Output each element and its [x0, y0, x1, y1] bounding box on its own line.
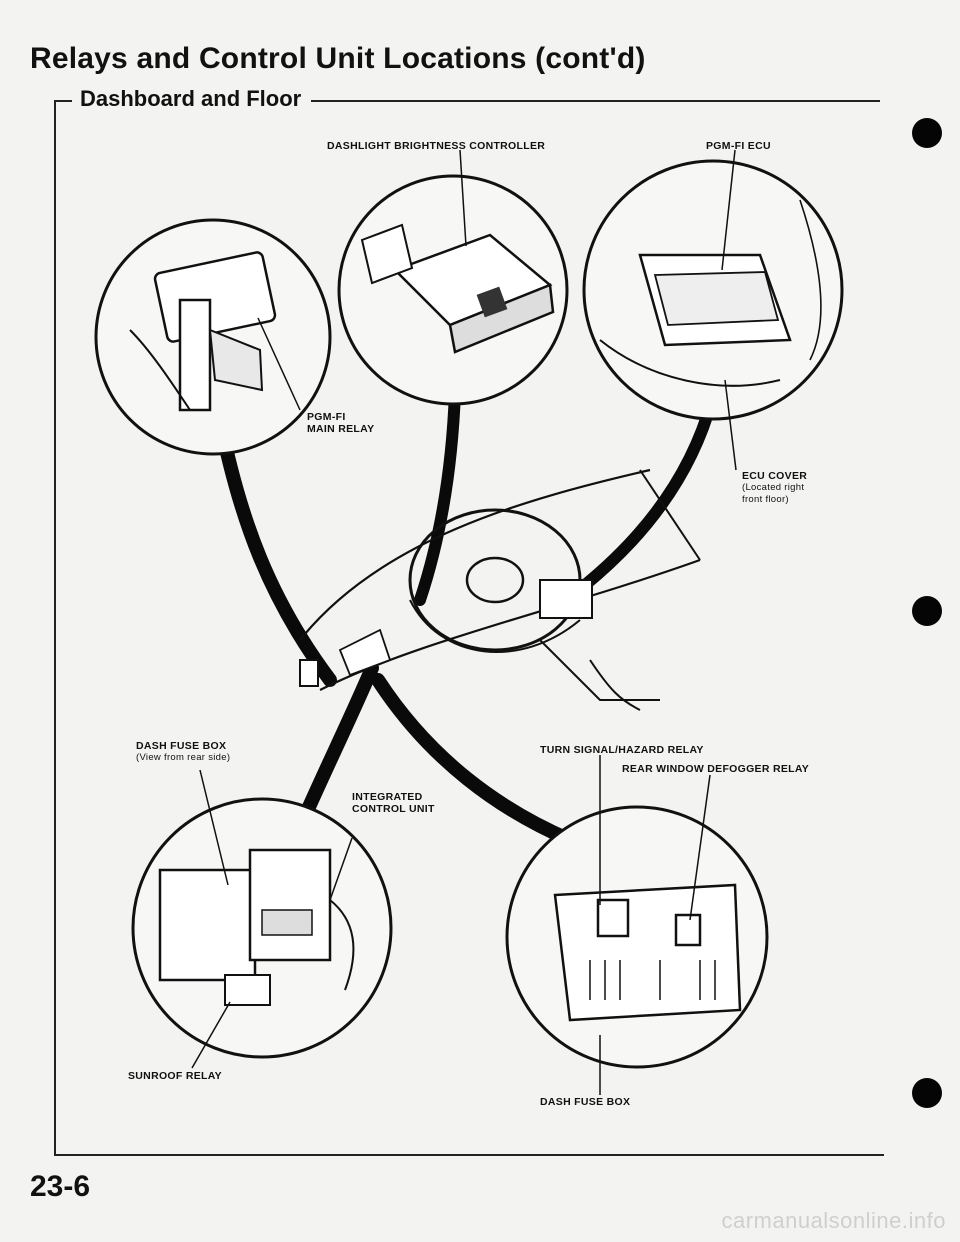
watermark: carmanualsonline.info [721, 1208, 946, 1233]
callout-circle-ecu [582, 159, 844, 421]
dashboard-illustration [299, 468, 701, 711]
label-pgmfi-main-relay-line1: PGM-FI [307, 411, 346, 423]
label-ecu-cover: ECU COVER (Located right front floor) [742, 470, 807, 506]
label-sunroof-relay: SUNROOF RELAY [128, 1070, 222, 1082]
section-heading: Dashboard and Floor [72, 86, 312, 112]
registration-mark-3 [912, 1078, 942, 1108]
label-ecu-cover-note1: (Located right [742, 482, 805, 493]
bottom-rule [54, 1154, 884, 1156]
section-frame-top-rule [54, 100, 880, 102]
registration-mark-2 [912, 596, 942, 626]
section-frame-left-rule [54, 100, 56, 1155]
label-dash-fuse-box: DASH FUSE BOX [540, 1096, 631, 1108]
callout-circle-fuse-box-rear [131, 797, 393, 1059]
label-pgmfi-main-relay-line2: MAIN RELAY [307, 423, 375, 435]
label-integrated-control-unit-line2: CONTROL UNIT [352, 803, 435, 815]
label-pgmfi-main-relay: PGM-FI MAIN RELAY [307, 411, 374, 435]
label-dashlight-controller: DASHLIGHT BRIGHTNESS CONTROLLER [327, 140, 546, 152]
registration-mark-1 [912, 118, 942, 148]
label-rear-window-defogger-relay: REAR WINDOW DEFOGGER RELAY [622, 763, 810, 775]
callout-circle-main-relay [94, 218, 332, 456]
label-ecu-cover-title: ECU COVER [742, 470, 808, 482]
leader-lines [191, 149, 737, 1095]
connector-bands [213, 386, 718, 857]
label-dash-fuse-box-rear-title: DASH FUSE BOX [136, 740, 227, 752]
page-number: 23-6 [30, 1170, 91, 1203]
label-integrated-control-unit: INTEGRATED CONTROL UNIT [352, 791, 435, 815]
callout-circle-dashlight-controller [337, 174, 569, 406]
callout-circle-fuse-box [505, 805, 769, 1069]
label-turn-signal-relay: TURN SIGNAL/HAZARD RELAY [540, 744, 704, 756]
label-pgmfi-ecu: PGM-FI ECU [706, 140, 771, 152]
label-dash-fuse-box-rear-note: (View from rear side) [136, 752, 231, 763]
label-dash-fuse-box-rear: DASH FUSE BOX (View from rear side) [136, 740, 230, 764]
page-title: Relays and Control Unit Locations (cont'… [30, 42, 646, 75]
label-integrated-control-unit-line1: INTEGRATED [352, 791, 423, 803]
label-ecu-cover-note2: front floor) [742, 494, 789, 505]
